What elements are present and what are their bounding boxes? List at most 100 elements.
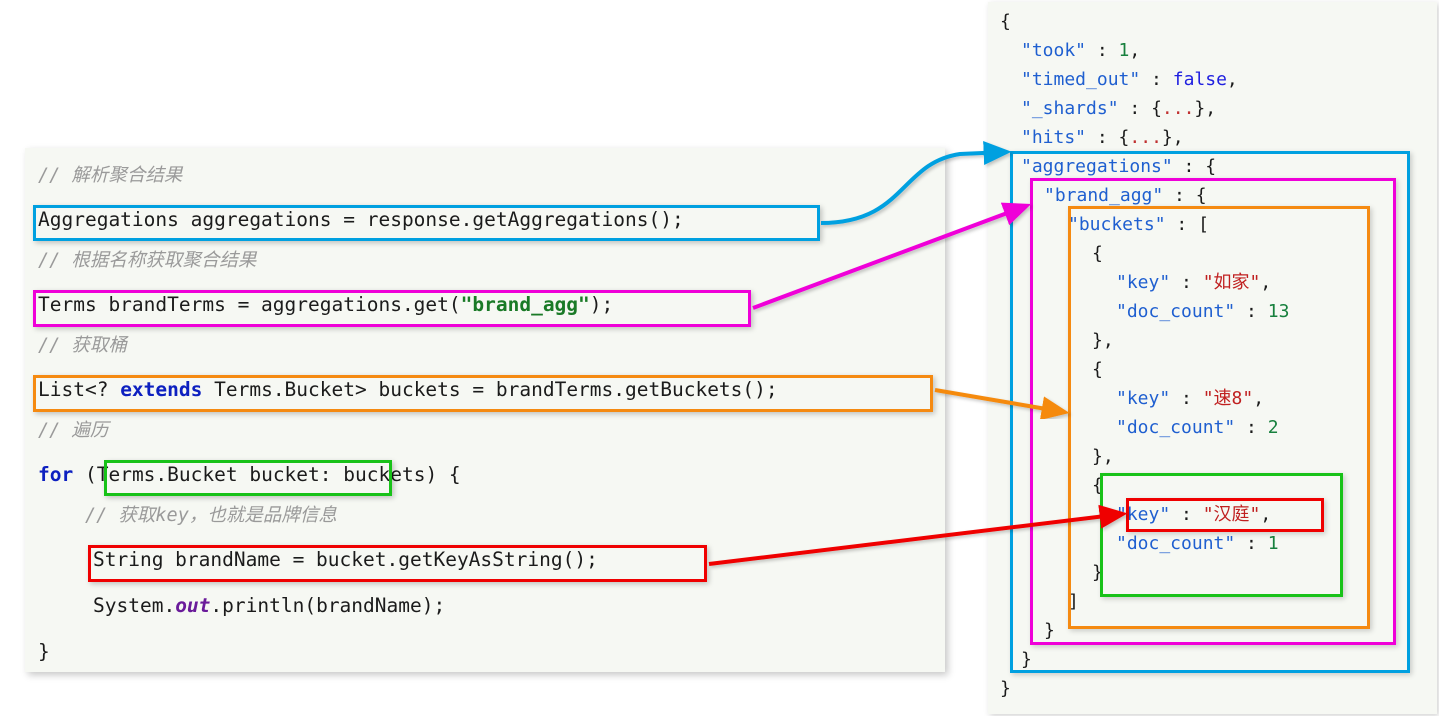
- json-key-doc-count: "doc_count": [1116, 533, 1236, 554]
- json-bucket3-close: }: [1092, 562, 1103, 583]
- json-key-timed-out: "timed_out": [1021, 69, 1141, 90]
- json-key-aggregations: "aggregations": [1021, 156, 1173, 177]
- json-bucket3-key: "key" : "汉庭",: [1116, 504, 1271, 526]
- code-list-tail: Terms.Bucket> buckets = brandTerms.getBu…: [202, 378, 778, 401]
- json-sep: :: [1140, 69, 1173, 90]
- json-comma: ,: [1205, 98, 1217, 119]
- json-key-doc-count: "doc_count": [1116, 417, 1236, 438]
- json-key-shards: "_shards": [1021, 98, 1119, 119]
- json-bucket2-open: {: [1092, 359, 1103, 380]
- json-bucket-object: [1100, 473, 1343, 597]
- json-key-key: "key": [1116, 272, 1171, 293]
- code-closing-brace: }: [38, 640, 50, 663]
- json-comma: ,: [1260, 272, 1272, 293]
- json-value-took: 1: [1118, 40, 1130, 61]
- json-key-doc-count: "doc_count": [1116, 301, 1236, 322]
- code-for-keyword: for: [38, 463, 74, 486]
- json-value-doc-count-1: 1: [1267, 533, 1279, 554]
- json-ellipsis: ...: [1129, 127, 1162, 148]
- highlight-box-magenta-brandterms: [33, 290, 751, 327]
- code-brandTerms-head: Terms brandTerms = aggregations.get(: [38, 293, 461, 316]
- code-comment-get-buckets: // 获取桶: [38, 335, 127, 356]
- json-key-buckets: "buckets": [1068, 214, 1166, 235]
- json-open-brace: {: [1000, 11, 1011, 32]
- json-brace-open: {: [1205, 156, 1217, 177]
- json-sep: :: [1235, 417, 1268, 438]
- code-for-paren: (: [73, 463, 97, 486]
- code-out-field: out: [175, 594, 211, 617]
- json-root-close: }: [1000, 678, 1011, 699]
- json-key-took: "took": [1021, 40, 1087, 61]
- json-aggregations-close: }: [1021, 649, 1032, 670]
- json-bucket1-key: "key" : "如家",: [1116, 272, 1271, 294]
- json-comma: ,: [1172, 127, 1184, 148]
- code-bucket-var: Terms.Bucket bucket: [96, 463, 320, 486]
- json-bucket2-doccount: "doc_count" : 2: [1116, 417, 1279, 439]
- json-bucket1-open: {: [1092, 243, 1103, 264]
- json-comma: ,: [1129, 40, 1141, 61]
- code-line-aggregations: Aggregations aggregations = response.get…: [38, 208, 684, 231]
- highlight-box-blue-aggregations: [33, 205, 820, 241]
- json-comma: ,: [1253, 388, 1265, 409]
- json-sep: :: [1170, 272, 1203, 293]
- json-sep: :: [1235, 533, 1268, 554]
- json-comma: ,: [1260, 504, 1272, 525]
- json-line-shards: "_shards" : {...},: [1021, 98, 1216, 120]
- json-line-hits: "hits" : {...},: [1021, 127, 1184, 149]
- json-sep: :: [1235, 301, 1268, 322]
- json-line-timed-out: "timed_out" : false,: [1021, 69, 1238, 91]
- json-sep: :: [1172, 156, 1206, 177]
- json-key-brand-agg: "brand_agg": [1044, 185, 1164, 206]
- json-value-key-hanting: "汉庭": [1202, 504, 1261, 525]
- code-extends-keyword: extends: [120, 378, 203, 401]
- code-comment-get-by-name: // 根据名称获取聚合结果: [38, 250, 257, 271]
- json-line-brand-agg: "brand_agg" : {: [1044, 185, 1207, 207]
- code-line-buckets: List<? extends Terms.Bucket> buckets = b…: [38, 378, 778, 402]
- json-sep: :: [1170, 388, 1203, 409]
- code-list-head: List<?: [38, 378, 121, 401]
- json-key-hanting: [1126, 498, 1324, 532]
- json-buckets-close: ]: [1068, 591, 1079, 612]
- json-sep: :: [1118, 98, 1152, 119]
- json-value-doc-count-2: 2: [1267, 417, 1279, 438]
- code-comment-get-key: // 获取key，也就是品牌信息: [85, 505, 337, 526]
- json-value-timed-out: false: [1172, 69, 1227, 90]
- json-bucket2-close: },: [1092, 446, 1114, 467]
- code-println-tail: .println(brandName);: [210, 594, 446, 617]
- json-bucket1-close: },: [1092, 330, 1114, 351]
- json-bucket3-doccount: "doc_count" : 1: [1116, 533, 1279, 555]
- code-brandTerms-tail: );: [589, 293, 614, 316]
- json-key-hits: "hits": [1021, 127, 1087, 148]
- json-line-buckets: "buckets" : [: [1068, 214, 1209, 236]
- json-value-key-rujia: "如家": [1202, 272, 1261, 293]
- json-value-key-su8: "速8": [1202, 388, 1254, 409]
- json-value-doc-count-13: 13: [1267, 301, 1290, 322]
- json-key-key: "key": [1116, 504, 1171, 525]
- json-line-took: "took" : 1,: [1021, 40, 1140, 62]
- json-brace-open: {: [1195, 185, 1207, 206]
- code-comment-parse-agg: // 解析聚合结果: [38, 165, 183, 186]
- json-sep: :: [1170, 504, 1203, 525]
- json-sep: :: [1163, 185, 1196, 206]
- highlight-box-red-brandname: [88, 545, 707, 582]
- code-system-head: System.: [93, 594, 176, 617]
- code-line-println: System.out.println(brandName);: [93, 594, 445, 618]
- json-brand-agg-close: }: [1044, 620, 1055, 641]
- json-brace-open: {: [1118, 127, 1130, 148]
- json-sep: :: [1086, 127, 1119, 148]
- json-comma: ,: [1226, 69, 1238, 90]
- json-bracket-open: [: [1198, 214, 1209, 235]
- json-sep: :: [1165, 214, 1199, 235]
- code-line-brandName: String brandName = bucket.getKeyAsString…: [93, 548, 598, 571]
- json-brace-close: }: [1194, 98, 1206, 119]
- json-line-aggregations: "aggregations" : {: [1021, 156, 1216, 178]
- elasticsearch-response-panel: { "took" : 1, "timed_out" : false, "_sha…: [988, 2, 1437, 714]
- json-sep: :: [1086, 40, 1119, 61]
- json-bucket2-key: "key" : "速8",: [1116, 388, 1264, 410]
- code-line-brandTerms: Terms brandTerms = aggregations.get("bra…: [38, 293, 613, 317]
- json-bucket1-doccount: "doc_count" : 13: [1116, 301, 1289, 323]
- json-ellipsis: ...: [1161, 98, 1195, 119]
- json-brace-close: }: [1161, 127, 1173, 148]
- highlight-box-orange-buckets: [33, 375, 933, 412]
- code-brand-agg-string: "brand_agg": [460, 293, 590, 316]
